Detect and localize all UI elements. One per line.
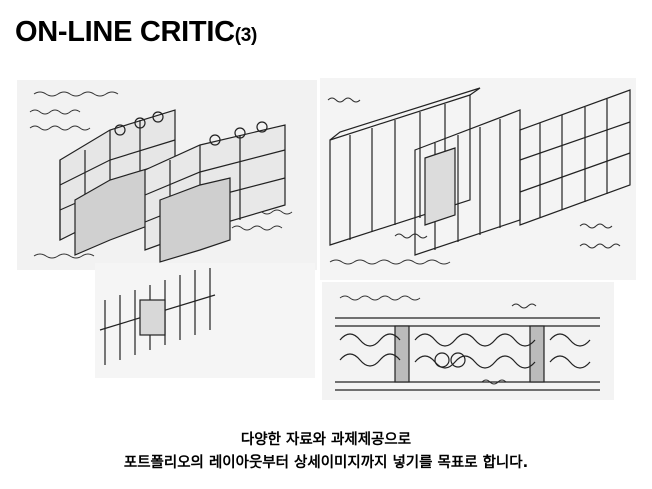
slide-title-text: ON-LINE CRITIC xyxy=(15,16,235,48)
sketch-panel-detail-frame xyxy=(95,263,315,378)
wall-section-sketch xyxy=(335,317,600,391)
block-wall-sketch-right xyxy=(144,121,286,263)
caption-line-2: 포트폴리오의 레이아웃부터 상세이미지까지 넣기를 목표로 합니다. xyxy=(123,455,529,471)
detail-frame-sketch xyxy=(99,268,216,365)
caption-line-1: 다양한 자료와 과제제공으로 xyxy=(240,432,412,448)
slide-title: ON-LINE CRITIC(3) xyxy=(15,16,257,49)
slide-title-number: (3) xyxy=(234,25,258,46)
sketch-panel-wall-section xyxy=(322,282,614,400)
stud-frame-sketch-1 xyxy=(329,87,481,246)
stud-frame-sketch-3 xyxy=(519,89,631,226)
sketch-panel-studframe xyxy=(320,78,636,280)
